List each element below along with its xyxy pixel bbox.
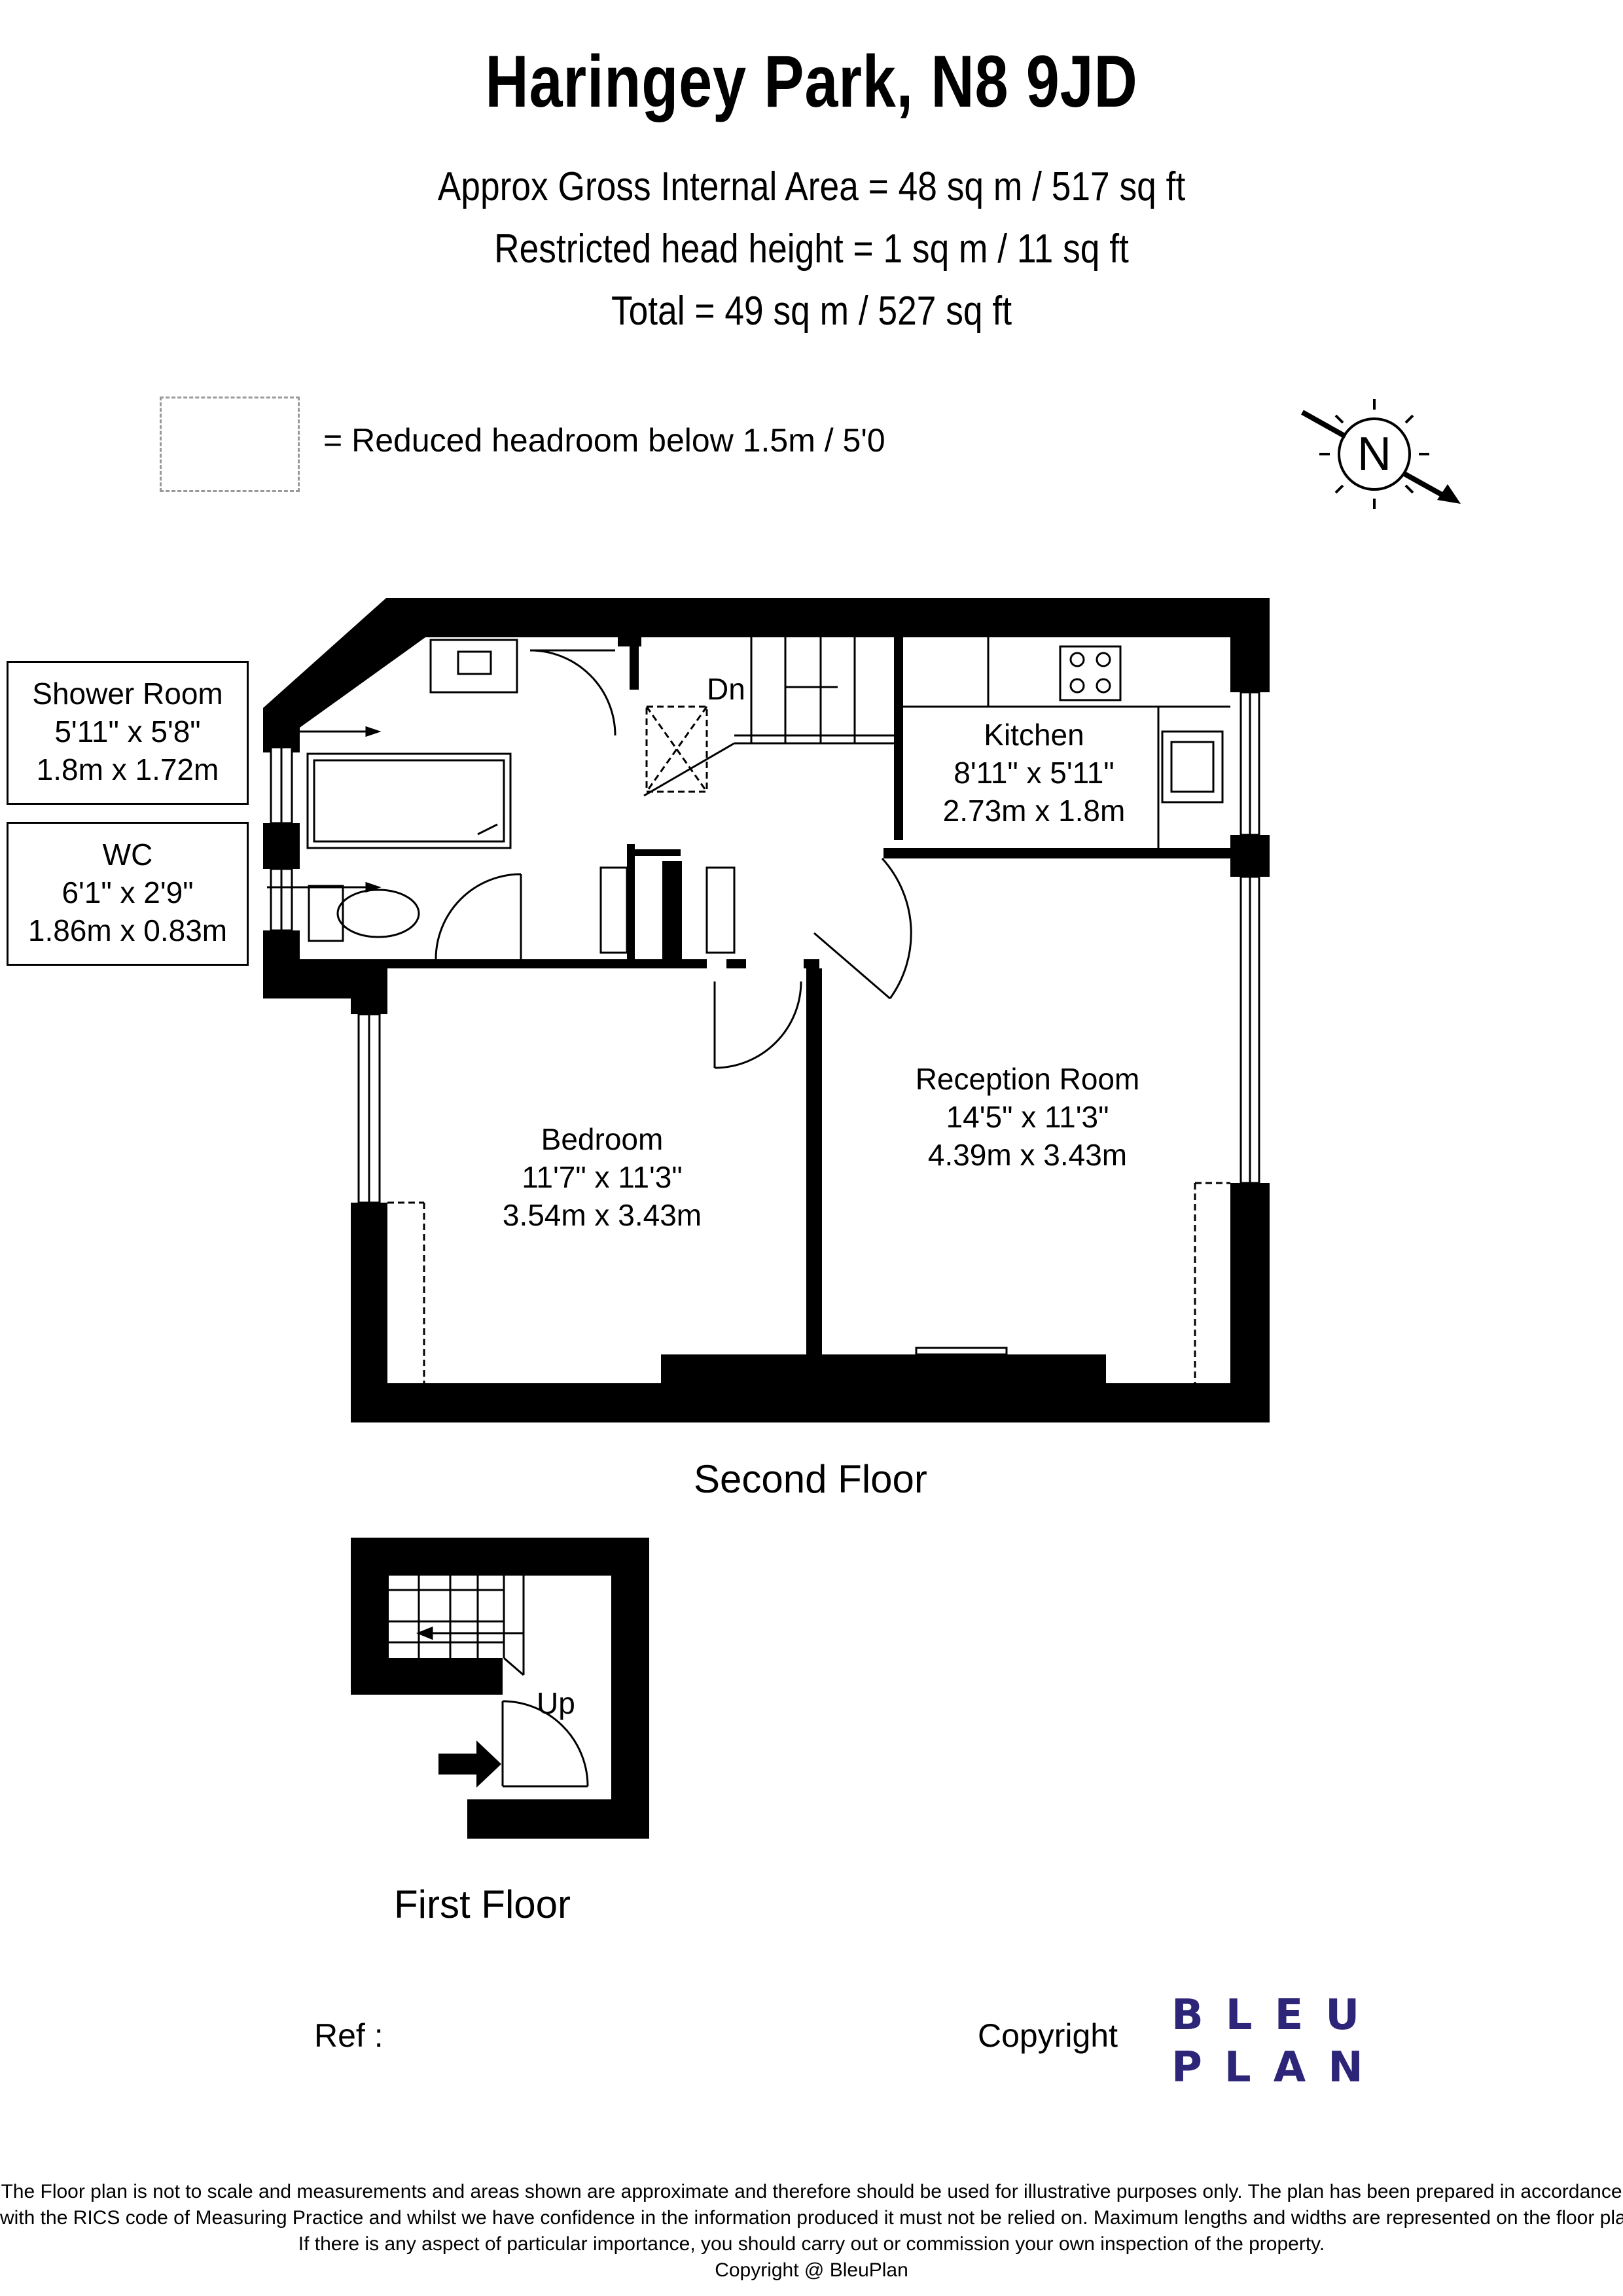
shower-room-metric: 1.8m x 1.72m <box>36 752 219 786</box>
kitchen-imperial: 8'11" x 5'11" <box>954 756 1115 790</box>
page-title: Haringey Park, N8 9JD <box>485 41 1138 122</box>
restricted-height-text: Restricted head height = 1 sq m / 11 sq … <box>494 226 1129 272</box>
logo-line-1: BLEU <box>1171 1991 1382 2040</box>
second-floor-label: Second Floor <box>694 1457 927 1501</box>
reception-room-label: Reception Room 14'5" x 11'3" 4.39m x 3.4… <box>877 1060 1178 1174</box>
bedroom-imperial: 11'7" x 11'3" <box>522 1160 683 1194</box>
shower-room-imperial: 5'11" x 5'8" <box>54 715 201 749</box>
kitchen-name: Kitchen <box>984 718 1084 752</box>
legend-text: = Reduced headroom below 1.5m / 5'0 <box>323 422 885 459</box>
first-floor-label: First Floor <box>394 1882 571 1926</box>
copyright-label: Copyright <box>978 2017 1118 2054</box>
wc-label-box: WC 6'1" x 2'9" 1.86m x 0.83m <box>7 822 249 966</box>
compass-icon <box>1301 399 1461 509</box>
bleuplan-logo: BLEU PLAN <box>1171 1989 1385 2094</box>
entrance-arrow-icon <box>438 1740 501 1788</box>
bedroom-metric: 3.54m x 3.43m <box>502 1198 702 1232</box>
disclaimer-line: The Floor plan is not to scale and measu… <box>1 2181 1622 2202</box>
fixtures <box>306 637 1230 1383</box>
total-area-text: Total = 49 sq m / 527 sq ft <box>611 289 1012 334</box>
stairs-up-label: Up <box>537 1686 575 1720</box>
room-arrows <box>267 726 382 893</box>
first-floor-stairs <box>389 1576 589 1788</box>
reduced-headroom-legend-swatch <box>160 397 300 492</box>
disclaimer-line: If there is any aspect of particular imp… <box>298 2233 1325 2255</box>
gross-area-text: Approx Gross Internal Area = 48 sq m / 5… <box>437 164 1186 209</box>
kitchen-label: Kitchen 8'11" x 5'11" 2.73m x 1.8m <box>923 716 1145 830</box>
compass-letter: N <box>1357 428 1391 480</box>
disclaimer-line: with the RICS code of Measuring Practice… <box>0 2207 1623 2229</box>
reception-room-metric: 4.39m x 3.43m <box>927 1138 1128 1172</box>
wc-imperial: 6'1" x 2'9" <box>62 875 194 910</box>
first-floor-walls <box>351 1538 649 1839</box>
bedroom-label: Bedroom 11'7" x 11'3" 3.54m x 3.43m <box>471 1120 733 1234</box>
ref-label: Ref : <box>314 2017 383 2054</box>
second-floor-walls <box>263 598 1270 1422</box>
shower-room-label-box: Shower Room 5'11" x 5'8" 1.8m x 1.72m <box>7 661 249 805</box>
wc-name: WC <box>102 838 153 872</box>
kitchen-metric: 2.73m x 1.8m <box>942 794 1126 828</box>
reception-room-imperial: 14'5" x 11'3" <box>946 1100 1109 1134</box>
shower-room-name: Shower Room <box>32 677 223 711</box>
windows <box>270 691 1260 1204</box>
wc-metric: 1.86m x 0.83m <box>27 913 228 947</box>
reception-room-name: Reception Room <box>915 1062 1140 1096</box>
disclaimer-line: Copyright @ BleuPlan <box>715 2259 908 2281</box>
logo-line-2: PLAN <box>1171 2043 1385 2092</box>
stairs-down-label: Dn <box>707 672 745 706</box>
bedroom-name: Bedroom <box>541 1122 664 1156</box>
disclaimer: The Floor plan is not to scale and measu… <box>0 2179 1623 2284</box>
